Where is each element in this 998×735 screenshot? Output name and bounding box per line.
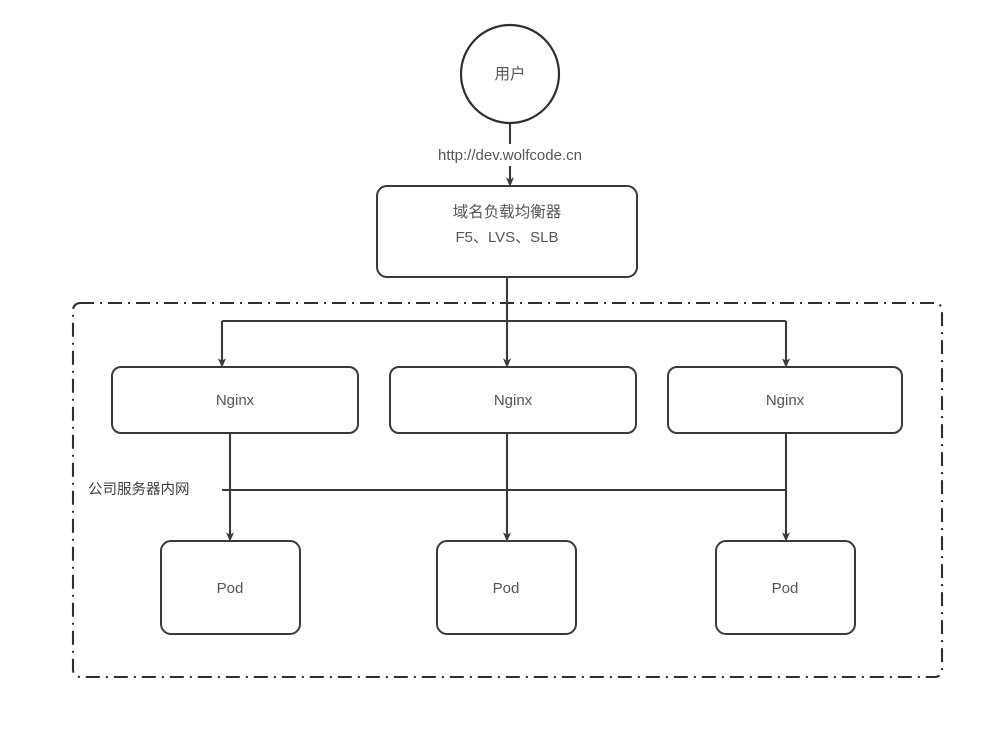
node-pod-2-label: Pod	[493, 580, 520, 597]
zone-label-backdrop	[84, 479, 216, 501]
node-nginx-1[interactable]	[111, 366, 359, 434]
node-nginx-3[interactable]	[667, 366, 903, 434]
node-nginx-2[interactable]	[389, 366, 637, 434]
zone-company-intranet-label: 公司服务器内网	[88, 481, 190, 498]
node-load-balancer-label-line1: 域名负载均衡器	[453, 203, 562, 221]
node-nginx-1-label: Nginx	[216, 392, 255, 409]
node-load-balancer[interactable]	[376, 185, 638, 278]
node-pod-3-label: Pod	[772, 580, 799, 597]
node-nginx-2-label: Nginx	[494, 392, 533, 409]
node-pod-3[interactable]	[715, 540, 856, 635]
node-pod-1[interactable]	[160, 540, 301, 635]
node-pod-2[interactable]	[436, 540, 577, 635]
node-user[interactable]	[459, 23, 561, 125]
edge-label-url: http://dev.wolfcode.cn	[438, 147, 582, 164]
node-load-balancer-label-line2: F5、LVS、SLB	[455, 229, 558, 246]
node-pod-1-label: Pod	[217, 580, 244, 597]
node-nginx-3-label: Nginx	[766, 392, 805, 409]
node-user-label: 用户	[494, 65, 525, 83]
edge-label-backdrop	[404, 144, 616, 166]
